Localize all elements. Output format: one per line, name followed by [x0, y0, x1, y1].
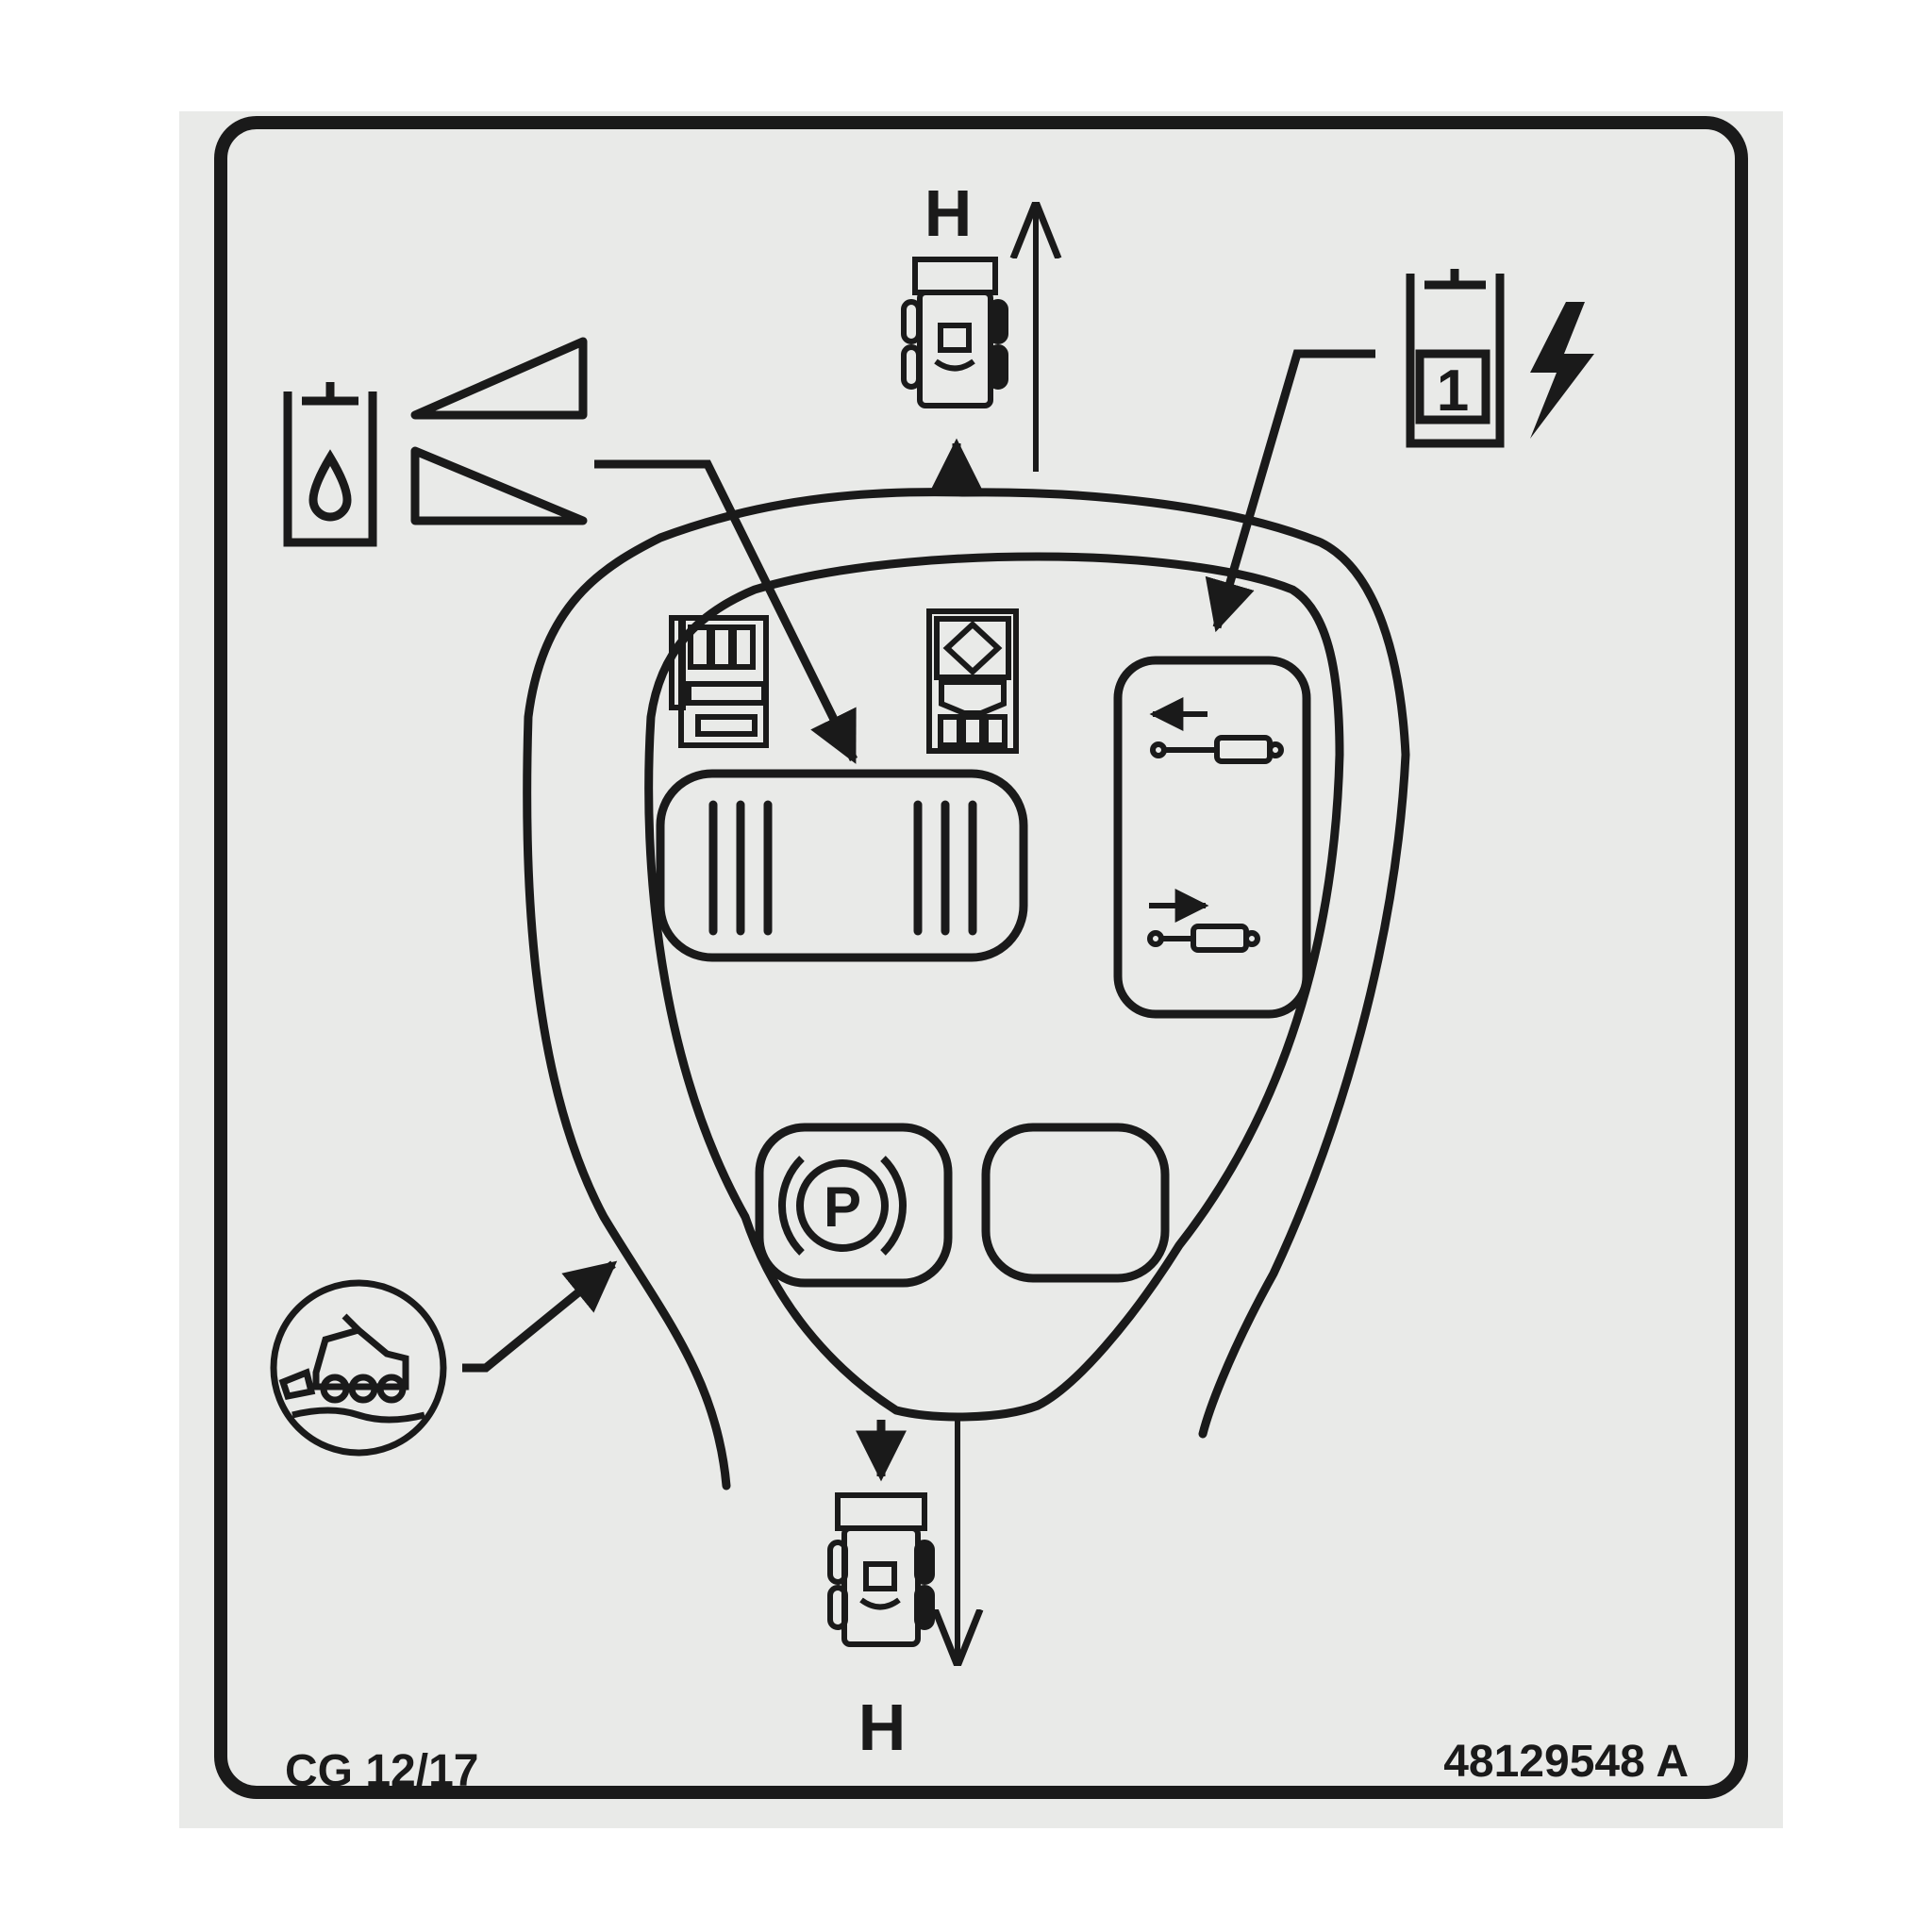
center-grip: [656, 769, 1028, 962]
left-control-panel-icon: [669, 615, 769, 748]
relay-pointer-arrow: [1205, 349, 1375, 633]
parking-brake-button: [755, 1123, 953, 1288]
hydraulic-fluid-icon: [283, 382, 377, 547]
loader-pointer-arrow: [462, 1260, 618, 1373]
bottom-travel-label: H: [858, 1690, 907, 1764]
date-code: CG 12/17: [285, 1746, 478, 1796]
relay-power-icon: [1406, 269, 1505, 448]
cylinder-extend-icon: [1147, 889, 1260, 953]
speed-ramp-icon: [410, 337, 588, 525]
relay-number: 1: [1437, 358, 1469, 424]
cylinder-rocker-panel: [1113, 656, 1311, 1019]
parking-brake-icon: [777, 1156, 908, 1256]
parking-brake-letter: P: [824, 1175, 861, 1239]
speed-pointer-arrow: [594, 459, 858, 764]
machine-forward-icon: [901, 257, 1008, 408]
cylinder-retract-icon: [1149, 697, 1284, 764]
loader-boom-icon: [270, 1279, 447, 1457]
part-number: 48129548 A: [1443, 1737, 1689, 1787]
handle-inner-outline: [644, 552, 1344, 1422]
right-control-panel-icon: [926, 608, 1019, 754]
handle-outer-outline: [523, 488, 1410, 1491]
lightning-icon: [1530, 302, 1594, 439]
machine-reverse-icon: [827, 1492, 935, 1647]
decal-border: [214, 116, 1748, 1799]
top-travel-label: H: [924, 176, 973, 250]
blank-button: [981, 1123, 1170, 1283]
